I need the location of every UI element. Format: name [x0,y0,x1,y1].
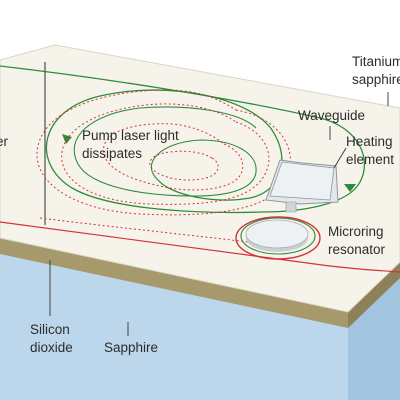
pump-label-line1: Pump laser light [82,128,179,143]
microring-disk-top [245,219,309,249]
heating-element [265,159,339,213]
microring-outer-ring-red [235,216,321,260]
microring-label-line2: resonator [328,242,386,257]
titanium-label-line1: Titanium [352,54,400,69]
left-edge-label-fragment: er [0,134,9,149]
sapphire-label: Sapphire [104,340,158,355]
titanium-label-line2: sapphire [352,72,400,87]
heating-element-stem [285,201,297,213]
pump-dotted-middle [61,103,270,205]
pump-label-line2: dissipates [82,146,142,161]
microring-outer-ring-green [240,217,316,255]
silicon-dioxide-side [348,262,400,328]
silicon-label-line1: Silicon [30,322,70,337]
pump-feed-dotted [39,217,249,243]
labels: er Titanium sapphire Waveguide Pump lase… [0,54,400,355]
sapphire-side-face [348,262,400,400]
pump-light-paths [0,89,400,273]
pump-dotted-core [149,150,219,181]
heating-label-line2: element [346,152,394,167]
microring-resonator [235,216,321,260]
heating-element-top [269,161,335,201]
silicon-dioxide-layer [0,238,348,328]
silicon-label-line2: dioxide [30,340,73,355]
leader-heating [333,147,347,169]
waveguide-spiral-outer [45,89,283,214]
waveguide-spiral-inner [73,106,257,197]
sapphire-front-face [0,238,348,400]
heating-label-line1: Heating [346,134,393,149]
microring-label-line1: Microring [328,224,384,239]
waveguide-direction-arrow-right [344,184,356,192]
pump-output-line [0,221,400,273]
pump-dotted-inner [103,123,244,191]
leader-lines [49,92,389,336]
waveguide-label: Waveguide [298,108,365,123]
